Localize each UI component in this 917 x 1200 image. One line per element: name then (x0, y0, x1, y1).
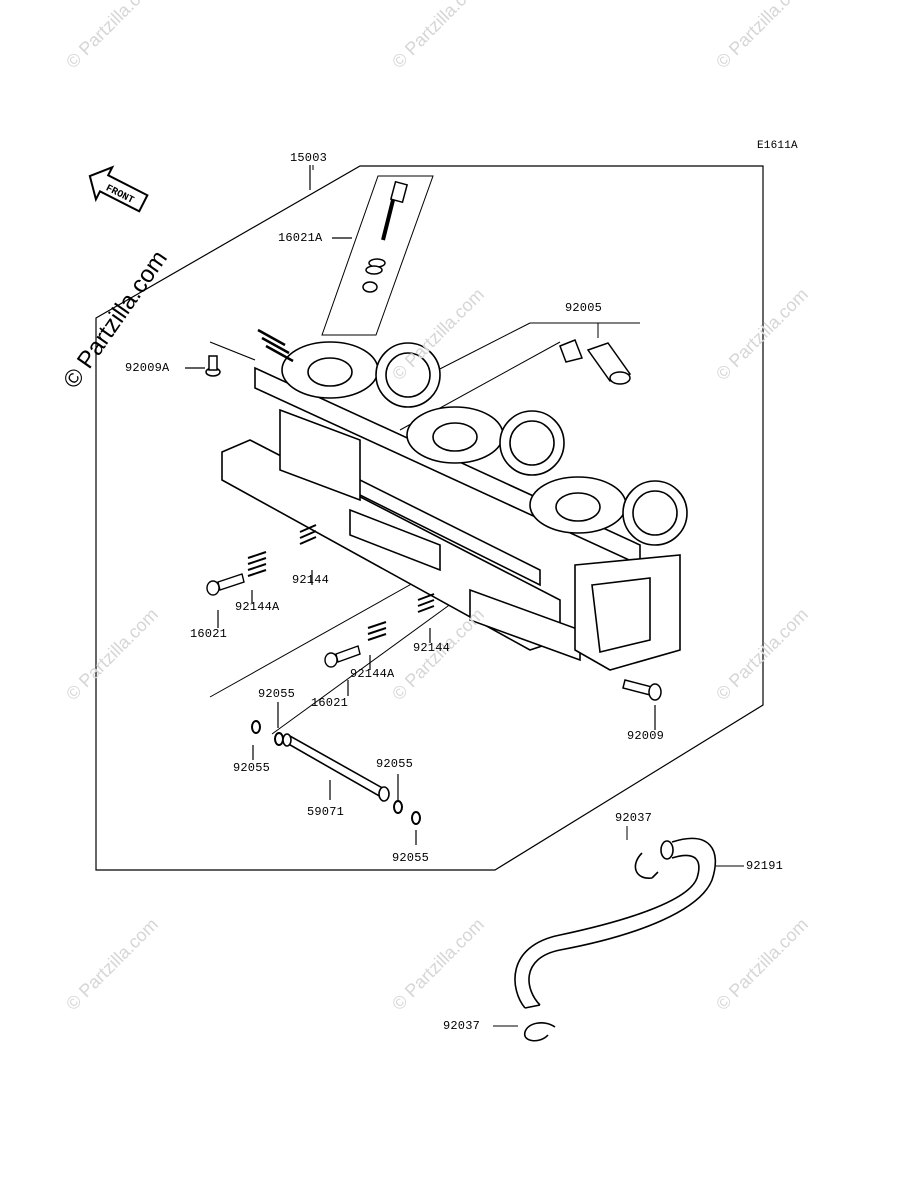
part-label-92005: 92005 (565, 301, 603, 315)
part-label-92191: 92191 (746, 859, 784, 873)
part-label-16021: 16021 (311, 696, 349, 710)
part-label-59071: 59071 (307, 805, 345, 819)
part-label-16021: 16021 (190, 627, 228, 641)
part-label-15003: 15003 (290, 151, 328, 165)
clamps-92037 (524, 852, 659, 1042)
screw-92009 (622, 679, 662, 701)
carburetor-bank (221, 328, 688, 671)
part-label-92144: 92144 (292, 573, 330, 587)
assembly-outline (95, 165, 764, 871)
screw-92009a (205, 355, 221, 377)
part-label-92055: 92055 (392, 851, 430, 865)
part-label-92144: 92144 (413, 641, 451, 655)
part-label-92144a: 92144A (350, 667, 395, 681)
hose-92191 (514, 837, 717, 1009)
part-label-92037: 92037 (443, 1019, 481, 1033)
part-label-92009: 92009 (627, 729, 665, 743)
fuel-pipe-92005 (559, 339, 632, 385)
part-label-92144a: 92144A (235, 600, 280, 614)
part-label-92009a: 92009A (125, 361, 170, 375)
figure-id: E1611A (757, 140, 798, 152)
part-label-92055: 92055 (258, 687, 296, 701)
joint-pipe-59071 (282, 733, 390, 802)
air-screw-16021a (362, 180, 409, 293)
part-label-92055: 92055 (233, 761, 271, 775)
part-label-92055: 92055 (376, 757, 414, 771)
part-label-92037: 92037 (615, 811, 653, 825)
pilot-screws-springs (206, 524, 435, 668)
part-label-16021a: 16021A (278, 231, 323, 245)
